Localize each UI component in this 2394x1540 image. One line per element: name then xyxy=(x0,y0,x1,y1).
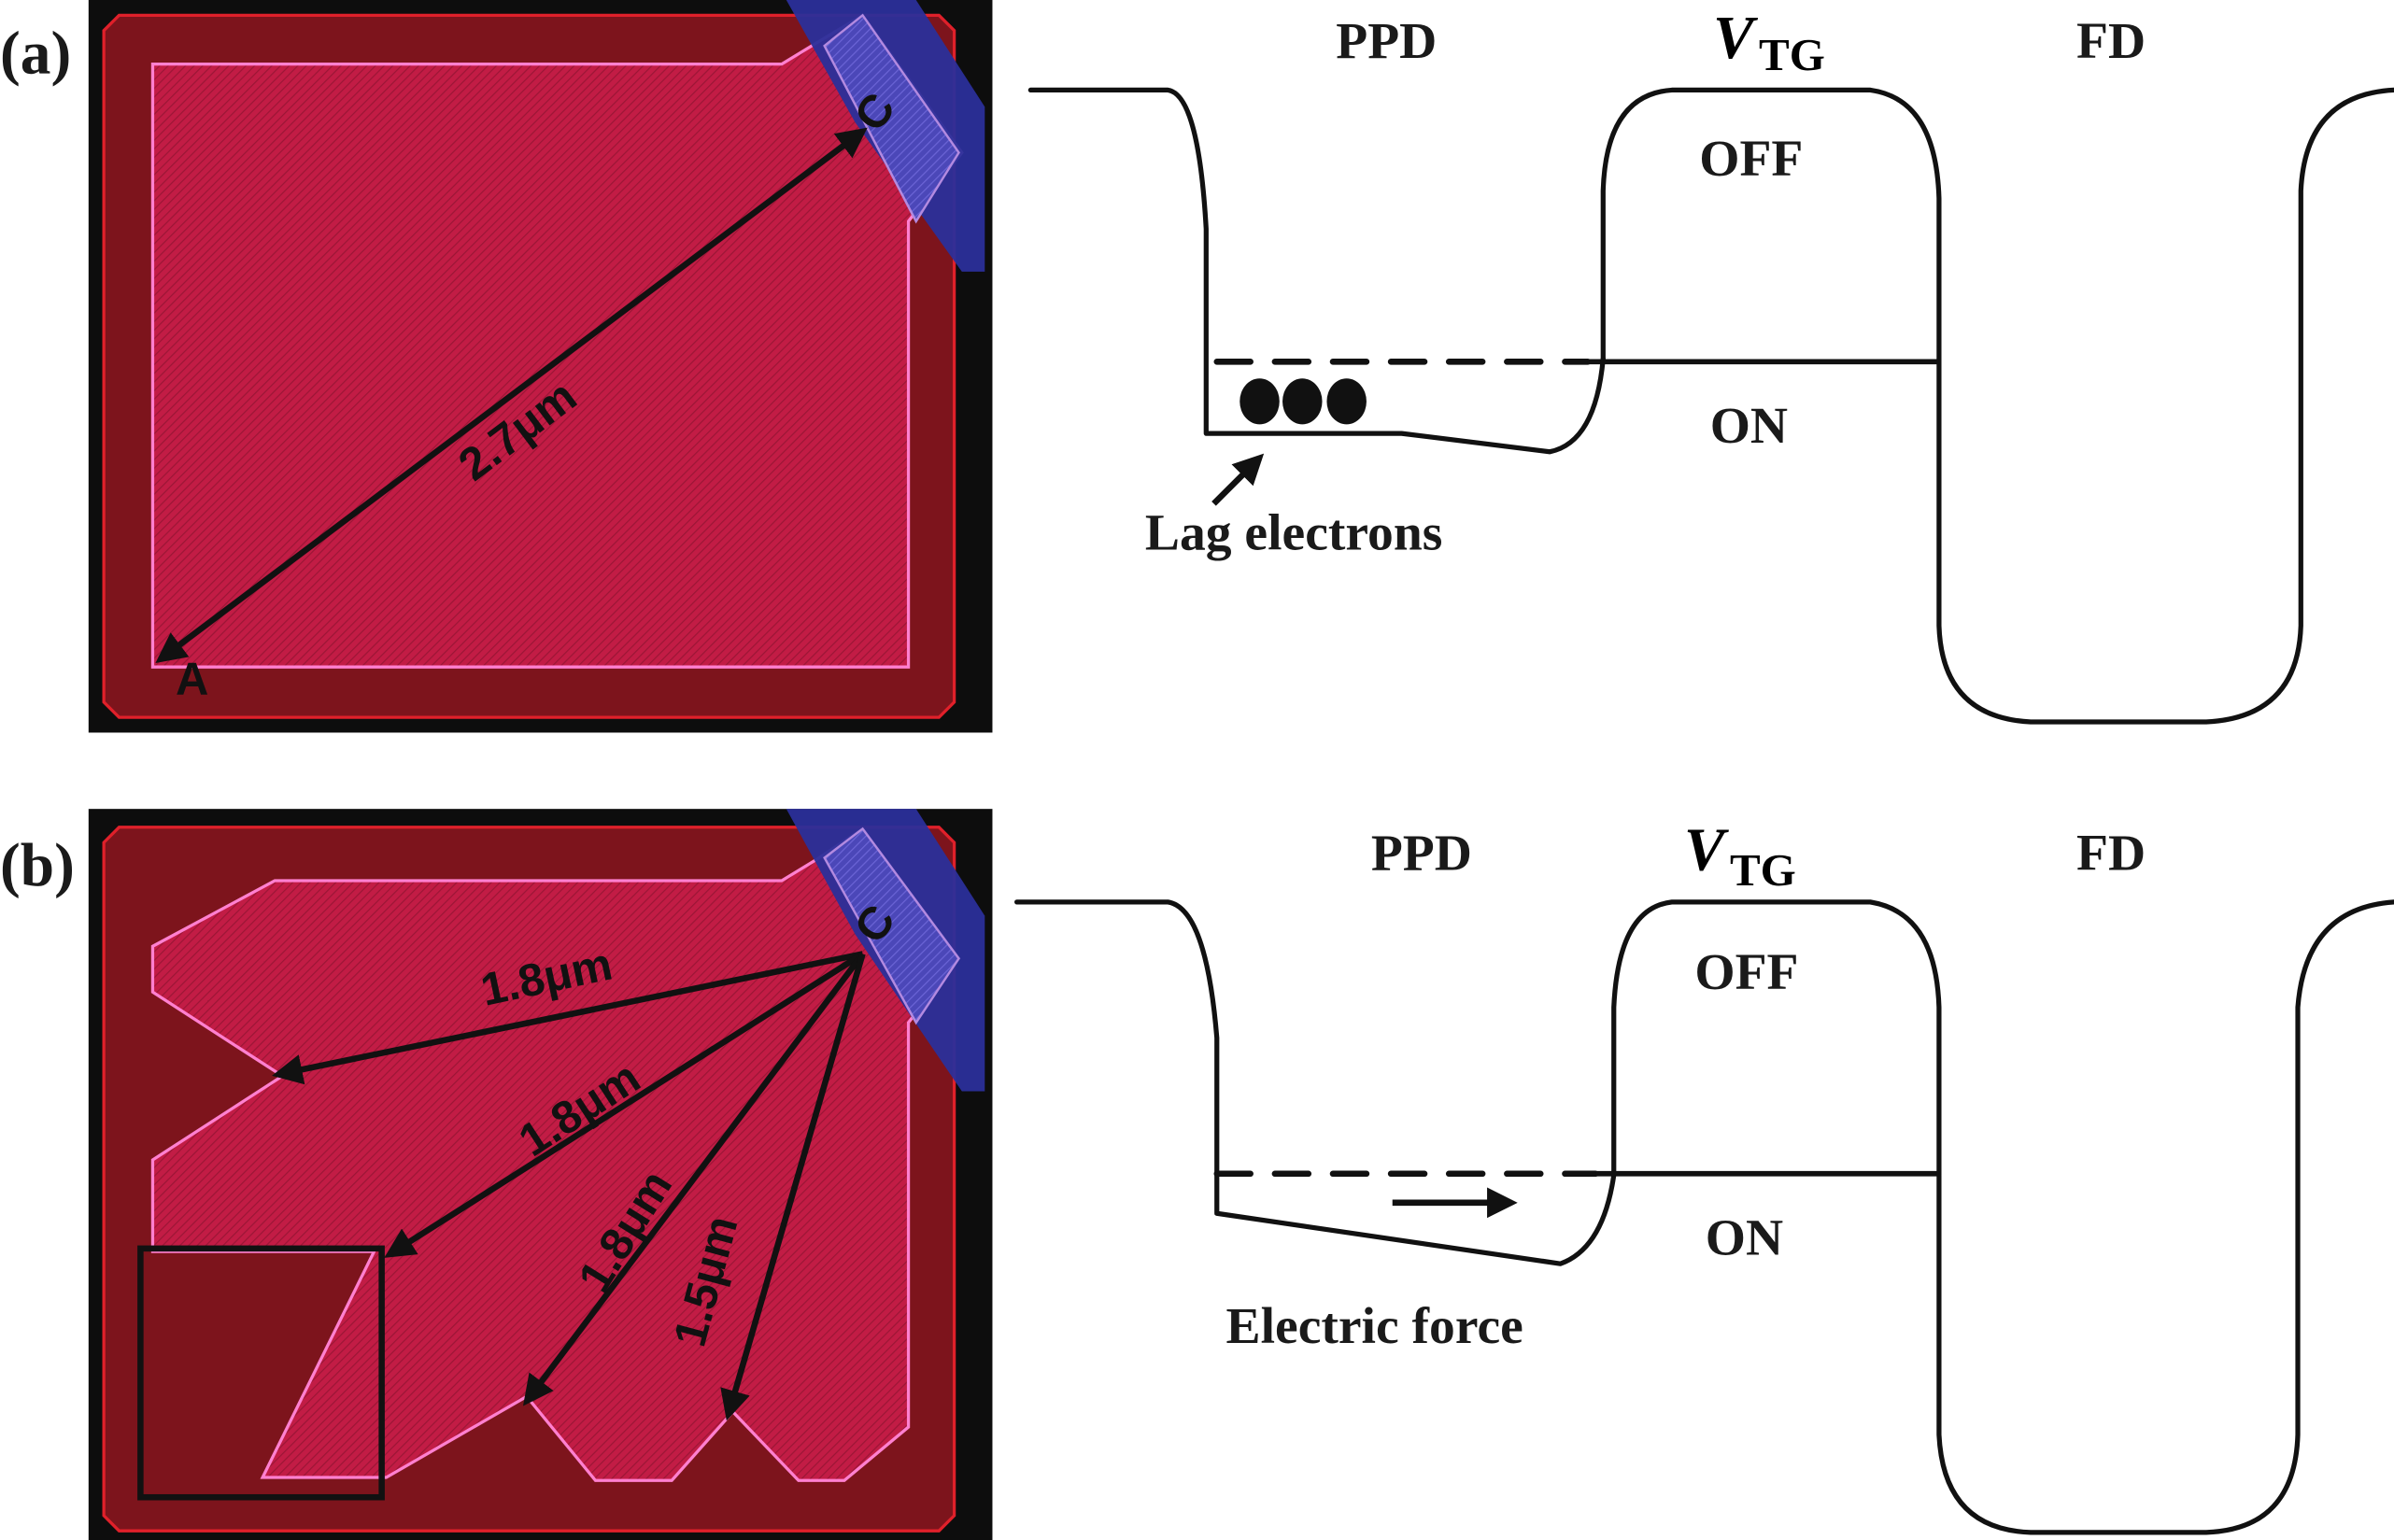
ppd-potential-graded xyxy=(1014,899,1617,1266)
gate-voltage-subscript: TG xyxy=(1730,844,1796,896)
panel-label-b: (b) xyxy=(0,832,75,899)
gate-voltage-label: V xyxy=(1713,5,1759,72)
band-diagram-b: PPD V TG FD OFF ON Electric force xyxy=(1014,817,2394,1535)
gate-state-on: ON xyxy=(1710,397,1788,455)
electron-icon xyxy=(1239,378,1280,425)
photodiode-region xyxy=(150,13,964,669)
lag-electrons-arrow-icon xyxy=(1211,453,1265,506)
ppd-potential-well xyxy=(1027,87,1606,455)
gate-state-off: OFF xyxy=(1694,943,1798,1001)
dimension-arrow-1 xyxy=(272,951,864,1085)
pixel-layout-b: 1.8μm 1.8μm 1.8μm 1.5μm C xyxy=(88,809,993,1540)
panel-b: (b) 1.8μm 1.8μm 1.8μm 1.5μm C PPD V TG F… xyxy=(0,809,2394,1540)
region-label-ppd: PPD xyxy=(1371,825,1472,883)
pixel-layout-a: 2.7μm A C xyxy=(88,0,993,733)
band-diagram-a: PPD V TG FD OFF ON Lag electrons xyxy=(1027,5,2394,725)
gate-voltage-label: V xyxy=(1684,817,1730,884)
dimension-arrow-3 xyxy=(522,952,866,1406)
electron-icon xyxy=(1326,378,1367,425)
region-label-fd: FD xyxy=(2076,825,2146,883)
transfer-gate-overlap xyxy=(823,13,960,224)
dimension-arrow-2 xyxy=(384,951,865,1258)
gate-state-on: ON xyxy=(1706,1208,1783,1266)
dimension-arrow-4 xyxy=(720,953,866,1421)
electric-force-annotation: Electric force xyxy=(1226,1297,1523,1355)
lag-electrons xyxy=(1239,378,1367,425)
electron-icon xyxy=(1282,378,1323,425)
transfer-gate-overlap xyxy=(823,827,961,1025)
panel-label-a: (a) xyxy=(0,20,71,87)
gate-state-off: OFF xyxy=(1699,130,1803,188)
dimension-arrow-a-c xyxy=(155,127,868,663)
highlight-box xyxy=(137,1245,385,1501)
region-label-fd: FD xyxy=(2076,12,2146,70)
corner-label-a: A xyxy=(176,655,208,705)
gate-and-fd-potential xyxy=(1600,87,2394,725)
lag-electrons-annotation: Lag electrons xyxy=(1145,503,1442,561)
gate-voltage-subscript: TG xyxy=(1759,29,1825,80)
region-label-ppd: PPD xyxy=(1336,12,1437,70)
gate-and-fd-potential xyxy=(1611,899,2394,1535)
panel-a: (a) 2.7μm A C PPD V TG FD OFF ON xyxy=(0,0,2394,733)
